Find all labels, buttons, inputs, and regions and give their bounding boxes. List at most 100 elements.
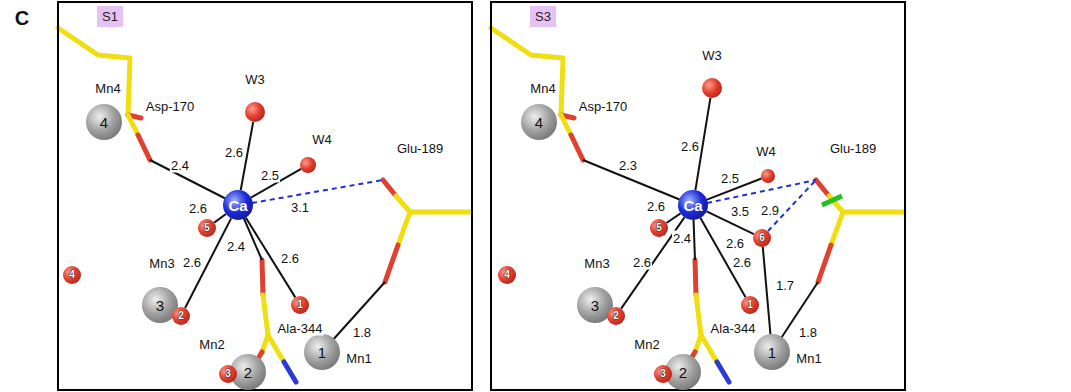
mn-atom: 1Mn1 — [304, 334, 340, 370]
bond-line — [241, 122, 254, 190]
bond-line — [700, 218, 745, 297]
distance-label: 1.8 — [352, 325, 372, 340]
oxygen-atom: 1 — [741, 296, 759, 314]
atom-number: 2 — [244, 365, 252, 380]
oxygen-atom: 2 — [607, 307, 625, 325]
bond-line — [666, 213, 680, 223]
atom-number: 1 — [318, 345, 326, 360]
atom-label: Mn3 — [584, 257, 609, 270]
distance-label: 2.6 — [680, 139, 700, 154]
ca-atom: Ca — [678, 190, 708, 220]
residue-label: Asp-170 — [578, 99, 628, 114]
atom-label: Mn3 — [149, 257, 174, 270]
distance-label: 1.8 — [798, 325, 818, 340]
distance-label: 2.5 — [720, 171, 740, 186]
distance-label: 2.6 — [280, 251, 300, 266]
bond-line — [707, 179, 761, 200]
distance-label: 2.9 — [760, 203, 780, 218]
atom-label: W4 — [312, 133, 332, 146]
bond-line — [185, 218, 231, 308]
mn-atom: 1Mn1 — [754, 334, 790, 370]
oxygen-atom: 2 — [172, 307, 190, 325]
atom-number: 3 — [591, 298, 599, 313]
atom-number: 6 — [759, 233, 765, 243]
green-marker — [822, 196, 842, 205]
distance-label: 2.6 — [646, 199, 666, 214]
atom-number: 3 — [660, 369, 666, 379]
bond-line — [621, 217, 684, 308]
distance-label: 2.3 — [618, 158, 638, 173]
distance-label: 1.7 — [775, 278, 795, 293]
atom-number: Ca — [683, 198, 702, 213]
atom-number: 4 — [69, 270, 75, 280]
atom-label: Mn4 — [95, 82, 120, 95]
atom-number: 5 — [656, 223, 662, 233]
water-atom: W3 — [245, 102, 265, 122]
panel-letter: C — [14, 7, 30, 29]
atom-number: 5 — [204, 223, 210, 233]
atom-number: 2 — [679, 365, 687, 380]
state-panel: S34Mn4W3W4Ca5643Mn322Mn231Mn11 — [490, 1, 906, 391]
distance-label: 2.6 — [224, 145, 244, 160]
hbond-dashed — [707, 180, 816, 203]
hbond-dashed — [768, 180, 816, 231]
residue-label: Asp-170 — [145, 99, 195, 114]
atom-number: 4 — [100, 115, 108, 130]
bond-line — [214, 214, 226, 223]
atom-label: W4 — [756, 145, 776, 158]
distance-label: 2.4 — [672, 231, 692, 246]
atom-label: Mn1 — [796, 352, 821, 365]
atom-number: Ca — [228, 198, 247, 213]
distance-label: 2.4 — [170, 158, 190, 173]
distance-label: 2.6 — [732, 255, 752, 270]
atom-number: 3 — [156, 298, 164, 313]
residue-label: Ala-344 — [710, 321, 757, 336]
atom-label: Mn2 — [634, 338, 659, 351]
oxygen-atom: 3 — [219, 365, 237, 383]
oxygen-atom: 5 — [198, 219, 216, 237]
atom-number: 1 — [297, 300, 303, 310]
atom-number: 2 — [178, 311, 184, 321]
residue-sticks — [491, 28, 904, 382]
water-atom: W4 — [300, 157, 316, 173]
oxygen-atom: 4 — [63, 266, 81, 284]
atom-number: 1 — [768, 345, 776, 360]
atom-number: 3 — [225, 369, 231, 379]
atom-number: 4 — [504, 270, 510, 280]
distance-label: 3.5 — [730, 204, 750, 219]
atom-number: 2 — [613, 311, 619, 321]
bond-line — [707, 211, 754, 234]
bond-line — [695, 98, 710, 190]
distance-label: 2.6 — [725, 236, 745, 251]
atom-label: Mn4 — [530, 82, 555, 95]
atom-number: 4 — [535, 115, 543, 130]
ca-atom: Ca — [223, 190, 253, 220]
state-label: S1 — [97, 6, 123, 27]
residue-sticks — [58, 28, 471, 382]
mn-atom: 4Mn4 — [521, 104, 557, 140]
water-atom: W4 — [761, 169, 775, 183]
state-panel: S14Mn4W3W4Ca543Mn322Mn231Mn11 — [57, 1, 473, 391]
hbond-dashed — [252, 180, 383, 203]
oxygen-atom: 4 — [498, 266, 516, 284]
mn-atom: 4Mn4 — [86, 104, 122, 140]
distance-label: 2.6 — [182, 255, 202, 270]
state-label: S3 — [530, 6, 556, 27]
distance-label: 2.4 — [226, 239, 246, 254]
bond-line — [763, 247, 771, 334]
distance-label: 2.5 — [260, 168, 280, 183]
bond-line — [251, 169, 301, 198]
residue-label: Ala-344 — [277, 321, 324, 336]
bond-line — [246, 218, 295, 298]
oxygen-atom: 1 — [291, 296, 309, 314]
distance-label: 2.6 — [632, 255, 652, 270]
atom-label: W3 — [702, 49, 722, 62]
atom-label: Mn2 — [199, 338, 224, 351]
residue-label: Glu-189 — [829, 141, 877, 156]
residue-label: Glu-189 — [396, 141, 444, 156]
bond-line — [583, 160, 693, 205]
distance-label: 3.1 — [290, 200, 310, 215]
atom-number: 1 — [747, 300, 753, 310]
